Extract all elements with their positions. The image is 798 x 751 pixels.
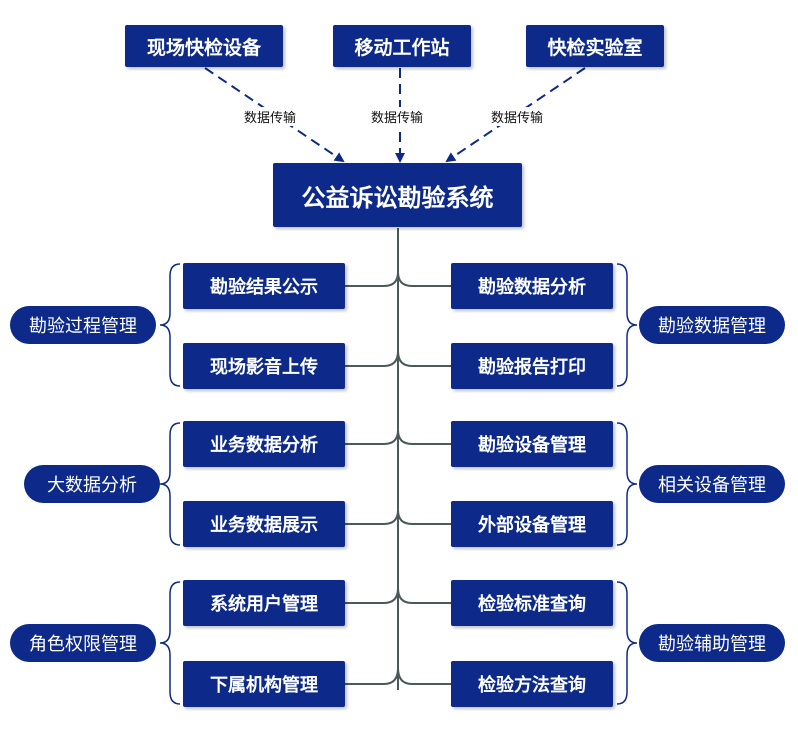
- source-box-mobile-workstation: 移动工作站: [333, 25, 471, 67]
- leaf-box: 下属机构管理: [183, 661, 345, 707]
- leaf-box: 系统用户管理: [183, 580, 345, 626]
- bracket-right-2: [616, 422, 638, 546]
- group-label-role-permission: 角色权限管理: [10, 624, 156, 662]
- group-label-data-management: 勘验数据管理: [639, 306, 785, 344]
- bracket-right-1: [616, 263, 638, 387]
- group-label-aux-management: 勘验辅助管理: [639, 624, 785, 662]
- bracket-left-3: [159, 581, 181, 705]
- leaf-box: 业务数据分析: [183, 421, 345, 467]
- transfer-label-left: 数据传输: [242, 107, 299, 126]
- group-brackets: [159, 263, 638, 705]
- leaf-box: 勘验数据分析: [451, 263, 613, 309]
- transfer-label-right: 数据传输: [489, 107, 546, 126]
- leaf-box: 检验方法查询: [451, 661, 613, 707]
- bracket-right-3: [616, 581, 638, 705]
- leaf-box: 勘验结果公示: [183, 263, 345, 309]
- leaf-box: 检验标准查询: [451, 580, 613, 626]
- group-label-device-management: 相关设备管理: [639, 465, 785, 503]
- transfer-label-middle: 数据传输: [369, 107, 426, 126]
- leaf-box: 勘验报告打印: [451, 343, 613, 389]
- source-box-onsite-devices: 现场快检设备: [125, 25, 283, 67]
- branch-lines: [345, 271, 451, 685]
- group-label-process-management: 勘验过程管理: [10, 306, 156, 344]
- leaf-box: 勘验设备管理: [451, 421, 613, 467]
- center-system-box: 公益诉讼勘验系统: [273, 163, 522, 227]
- source-box-lab: 快检实验室: [526, 25, 664, 67]
- group-label-big-data: 大数据分析: [24, 465, 160, 503]
- bracket-left-1: [159, 263, 181, 387]
- bracket-left-2: [159, 422, 181, 546]
- leaf-box: 业务数据展示: [183, 501, 345, 547]
- leaf-box: 现场影音上传: [183, 343, 345, 389]
- leaf-box: 外部设备管理: [451, 501, 613, 547]
